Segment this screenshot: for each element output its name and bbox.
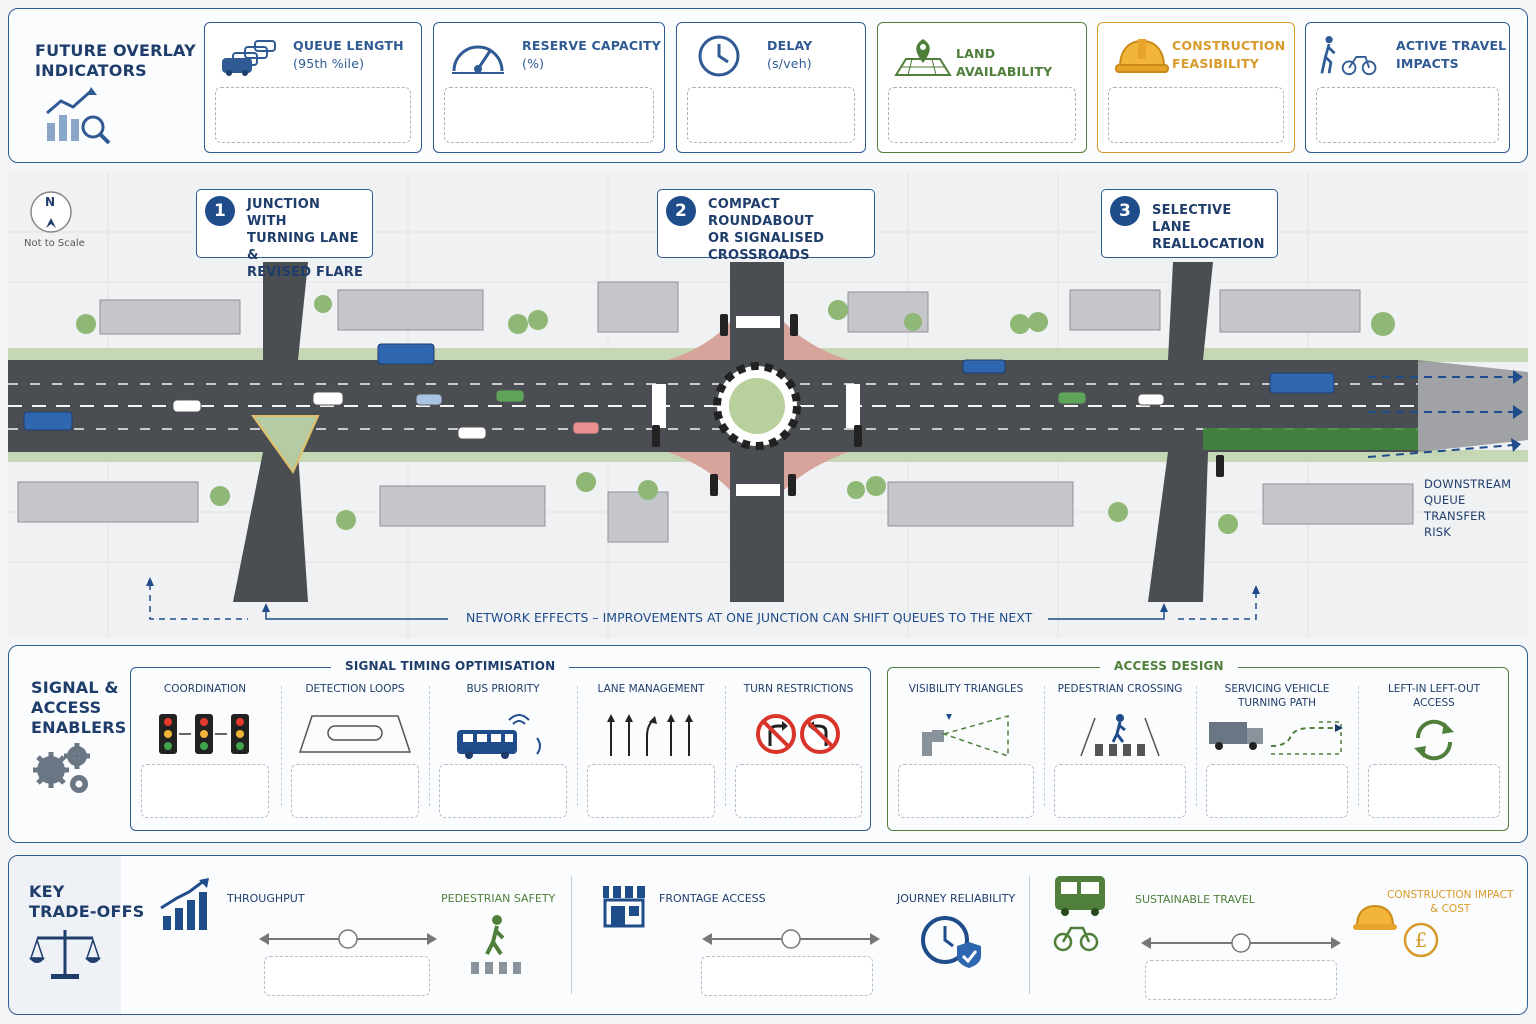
indicator-delay: DELAY (s/veh) (676, 22, 866, 153)
option-3-callout[interactable]: 3 SELECTIVE LANE REALLOCATION (1101, 189, 1278, 258)
bus-priority-input[interactable] (439, 764, 567, 818)
bus-bike-icon (1053, 876, 1105, 952)
tool-coordination: COORDINATION (131, 668, 279, 818)
junction-map: N Not to Scale 1 JUNCTION WITH TURNING L… (8, 172, 1528, 638)
throughput-pedestrian-slider[interactable] (259, 928, 437, 950)
tool-detection-loops: DETECTION LOOPS (281, 668, 429, 818)
sustainable-travel-label: SUSTAINABLE TRAVEL (1135, 893, 1255, 906)
access-design-title: ACCESS DESIGN (1100, 659, 1238, 673)
queue-cars-icon (222, 40, 276, 76)
indicator-construction-feasibility: CONSTRUCTION FEASIBILITY (1097, 22, 1295, 153)
network-effects-label: NETWORK EFFECTS – IMPROVEMENTS AT ONE JU… (466, 610, 1033, 625)
gears-icon (33, 743, 90, 793)
detection-loop-icon (298, 715, 412, 753)
lane-management-input[interactable] (587, 764, 715, 818)
chart-magnifier-icon (46, 87, 111, 145)
left-in-left-out-input[interactable] (1368, 764, 1500, 818)
servicing-vehicle-input[interactable] (1206, 764, 1348, 818)
queue-length-input[interactable] (215, 87, 411, 143)
coordination-input[interactable] (141, 764, 269, 818)
clock-icon (698, 35, 740, 77)
signal-timing-group: SIGNAL TIMING OPTIMISATION COORDINATION … (130, 659, 872, 831)
tradeoffs-title: KEY TRADE-OFFS (29, 882, 145, 921)
slider-knob[interactable] (338, 929, 358, 949)
delay-input[interactable] (687, 87, 855, 143)
map-pin-icon (894, 39, 952, 76)
tool-bus-priority: BUS PRIORITY (429, 668, 577, 818)
balance-scale-icon (29, 930, 101, 979)
slider-knob[interactable] (1231, 933, 1251, 953)
frontage-access-label: FRONTAGE ACCESS (659, 892, 766, 905)
throughput-chart-icon (160, 878, 209, 930)
tool-lane-management: LANE MANAGEMENT (577, 668, 725, 818)
turn-restrictions-input[interactable] (735, 764, 862, 818)
access-design-group: ACCESS DESIGN VISIBILITY TRIANGLES PEDES… (887, 659, 1510, 831)
option-1-number: 1 (205, 196, 235, 226)
indicator-reserve-capacity: RESERVE CAPACITY (%) (433, 22, 665, 153)
detection-loops-input[interactable] (291, 764, 419, 818)
speedometer-icon (452, 45, 504, 74)
circular-arrows-icon (1414, 719, 1454, 761)
construction-feasibility-input[interactable] (1108, 87, 1284, 143)
option-2-number: 2 (666, 196, 696, 226)
tool-left-in-left-out: LEFT-IN LEFT-OUT ACCESS (1358, 668, 1510, 818)
shopfront-icon (603, 886, 645, 928)
option-1-callout[interactable]: 1 JUNCTION WITH TURNING LANE & REVISED F… (196, 189, 373, 280)
tool-turn-restrictions: TURN RESTRICTIONS (725, 668, 872, 818)
frontage-tradeoff-input[interactable] (701, 956, 873, 996)
pedestrian-cyclist-icon (1320, 36, 1377, 76)
construction-impact-label: CONSTRUCTION IMPACT & COST (1387, 889, 1514, 915)
option-2-callout[interactable]: 2 COMPACT ROUNDABOUT OR SIGNALISED CROSS… (657, 189, 875, 263)
servicing-truck-icon (1209, 721, 1343, 755)
slider-knob[interactable] (781, 929, 801, 949)
signal-timing-title: SIGNAL TIMING OPTIMISATION (331, 659, 570, 673)
future-overlay-panel: FUTURE OVERLAY INDICATORS QUEUE LENGTH (… (8, 8, 1528, 163)
bus-priority-icon (457, 714, 541, 759)
tool-visibility-triangles: VISIBILITY TRIANGLES (888, 668, 1044, 818)
hard-hat-pound-icon: £ (1353, 904, 1439, 958)
reserve-capacity-input[interactable] (444, 87, 654, 143)
signal-access-enablers-panel: SIGNAL & ACCESS ENABLERS SIGNAL TIMING O… (8, 645, 1528, 843)
pedestrian-safety-icon (471, 915, 521, 974)
downstream-risk-label: DOWNSTREAM QUEUE TRANSFER RISK (1424, 477, 1512, 539)
visibility-triangle-icon (922, 714, 1009, 758)
overlay-title: FUTURE OVERLAY INDICATORS (35, 41, 196, 80)
lane-arrows-icon (607, 714, 693, 756)
scale-note: Not to Scale (24, 238, 85, 249)
pedestrian-crossing-icon (1080, 714, 1160, 757)
clock-shield-icon (921, 916, 981, 968)
active-travel-input[interactable] (1316, 87, 1499, 143)
tool-servicing-vehicle: SERVICING VEHICLE TURNING PATH (1196, 668, 1358, 818)
hard-hat-icon (1115, 39, 1169, 73)
visibility-triangles-input[interactable] (898, 764, 1034, 818)
traffic-lights-icon (159, 714, 249, 754)
indicator-active-travel: ACTIVE TRAVEL IMPACTS (1305, 22, 1510, 153)
no-turn-icon (755, 714, 840, 754)
pedestrian-safety-label: PEDESTRIAN SAFETY (441, 892, 556, 905)
enablers-title: SIGNAL & ACCESS ENABLERS (31, 678, 127, 737)
throughput-tradeoff-input[interactable] (264, 956, 430, 996)
option-3-number: 3 (1110, 196, 1140, 226)
tool-pedestrian-crossing: PEDESTRIAN CROSSING (1044, 668, 1196, 818)
pedestrian-crossing-input[interactable] (1054, 764, 1186, 818)
land-availability-input[interactable] (888, 87, 1076, 143)
sustainable-construction-slider[interactable] (1141, 932, 1341, 954)
indicator-queue-length: QUEUE LENGTH (95th %ile) (204, 22, 422, 153)
key-tradeoffs-panel: KEY TRADE-OFFS THROUGHPUT PEDESTRIAN SAF… (8, 855, 1528, 1015)
frontage-reliability-slider[interactable] (702, 928, 880, 950)
north-arrow-label: N (45, 195, 56, 209)
indicator-land-availability: LAND AVAILABILITY (877, 22, 1087, 153)
throughput-label: THROUGHPUT (227, 892, 305, 905)
svg-text:£: £ (1415, 928, 1428, 952)
journey-reliability-label: JOURNEY RELIABILITY (897, 892, 1016, 905)
sustainable-tradeoff-input[interactable] (1145, 960, 1337, 1000)
